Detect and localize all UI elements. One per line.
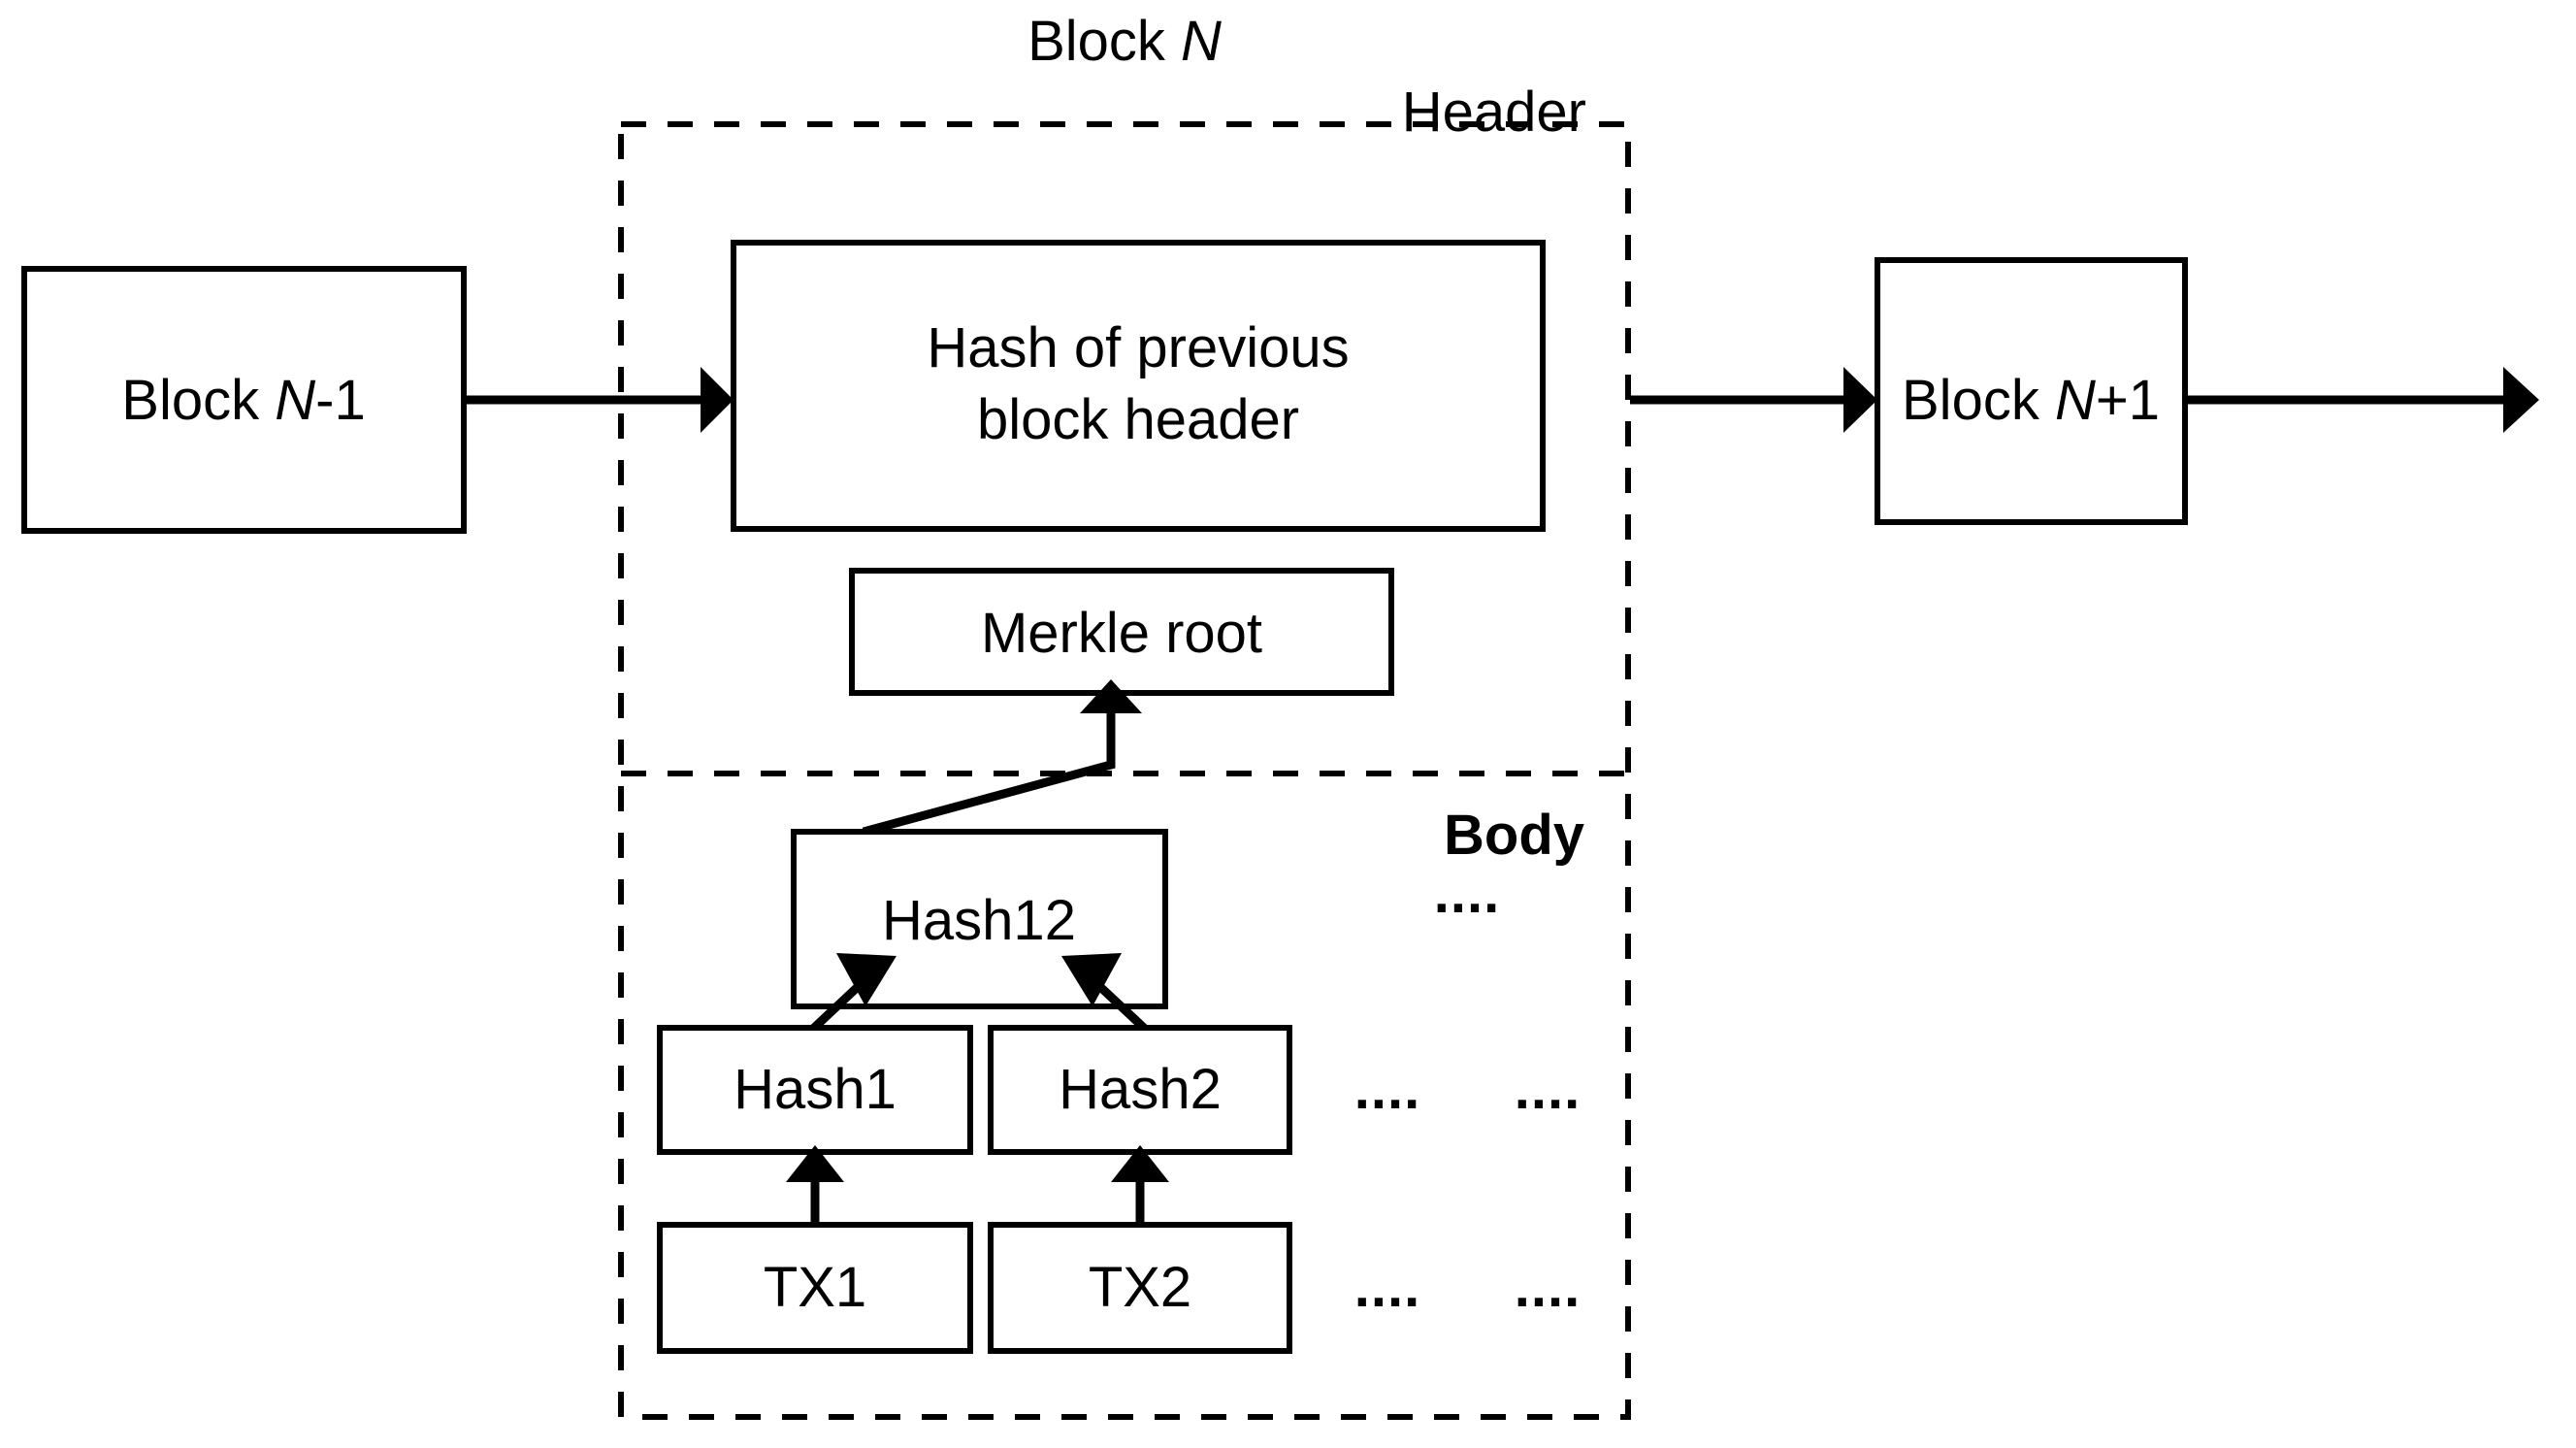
ellipsis-hash-row-1: .... bbox=[1354, 1058, 1420, 1121]
hash-of-previous-block-header-line1: Hash of previous bbox=[927, 316, 1349, 379]
block-n-dashed-container bbox=[618, 121, 1631, 1420]
ellipsis-tx-row-1: .... bbox=[1354, 1256, 1420, 1319]
arrow-block-n-to-next-head bbox=[1843, 367, 1877, 433]
block-n-title-prefix: Block bbox=[1027, 10, 1181, 73]
hash-of-previous-block-header-box[interactable] bbox=[731, 240, 1546, 532]
merkle-root-box[interactable] bbox=[849, 568, 1394, 696]
block-previous-prefix: Block bbox=[121, 369, 275, 432]
tx2-label: TX2 bbox=[1089, 1256, 1191, 1319]
ellipsis-body-top: .... bbox=[1434, 862, 1500, 925]
block-n-title-index: N bbox=[1181, 10, 1222, 73]
block-n-title: Block N bbox=[1027, 10, 1222, 73]
block-previous-index: N bbox=[275, 369, 315, 432]
arrow-tx2-to-hash2-head bbox=[1111, 1145, 1169, 1182]
arrow-hash2-to-hash12-head bbox=[1061, 953, 1122, 1006]
ellipsis-hash-row-2: .... bbox=[1515, 1058, 1581, 1121]
hash2-label: Hash2 bbox=[1059, 1058, 1222, 1121]
merkle-root-label: Merkle root bbox=[981, 602, 1262, 665]
block-next-box[interactable] bbox=[1875, 257, 2188, 525]
block-next-suffix: +1 bbox=[2096, 369, 2160, 432]
arrow-hash12-to-merkle-root-head bbox=[1080, 679, 1142, 713]
arrow-hash12-to-merkle-root-line bbox=[862, 713, 1116, 837]
tx1-label: TX1 bbox=[764, 1256, 866, 1319]
hash1-box[interactable] bbox=[657, 1025, 973, 1155]
arrow-tx1-to-hash1-head bbox=[786, 1145, 844, 1182]
block-next-label: Block N+1 bbox=[1902, 369, 2160, 432]
ellipsis-tx-row-2: .... bbox=[1515, 1256, 1581, 1319]
hash-of-previous-block-header-line2: block header bbox=[977, 388, 1299, 451]
hash12-label: Hash12 bbox=[882, 889, 1076, 952]
block-next-index: N bbox=[2055, 369, 2096, 432]
tx1-box[interactable] bbox=[657, 1222, 973, 1354]
body-section-label: Body bbox=[1444, 804, 1584, 867]
header-section-label: Header bbox=[1402, 81, 1586, 144]
hash1-label: Hash1 bbox=[734, 1058, 897, 1121]
tx2-box[interactable] bbox=[988, 1222, 1292, 1354]
arrow-next-block-to-chain-head bbox=[2503, 367, 2539, 433]
block-previous-label: Block N-1 bbox=[121, 369, 365, 432]
arrow-prev-block-to-header-head bbox=[701, 367, 734, 433]
block-previous-suffix: -1 bbox=[315, 369, 366, 432]
block-next-prefix: Block bbox=[1902, 369, 2055, 432]
arrow-hash1-to-hash12-head bbox=[836, 953, 897, 1006]
